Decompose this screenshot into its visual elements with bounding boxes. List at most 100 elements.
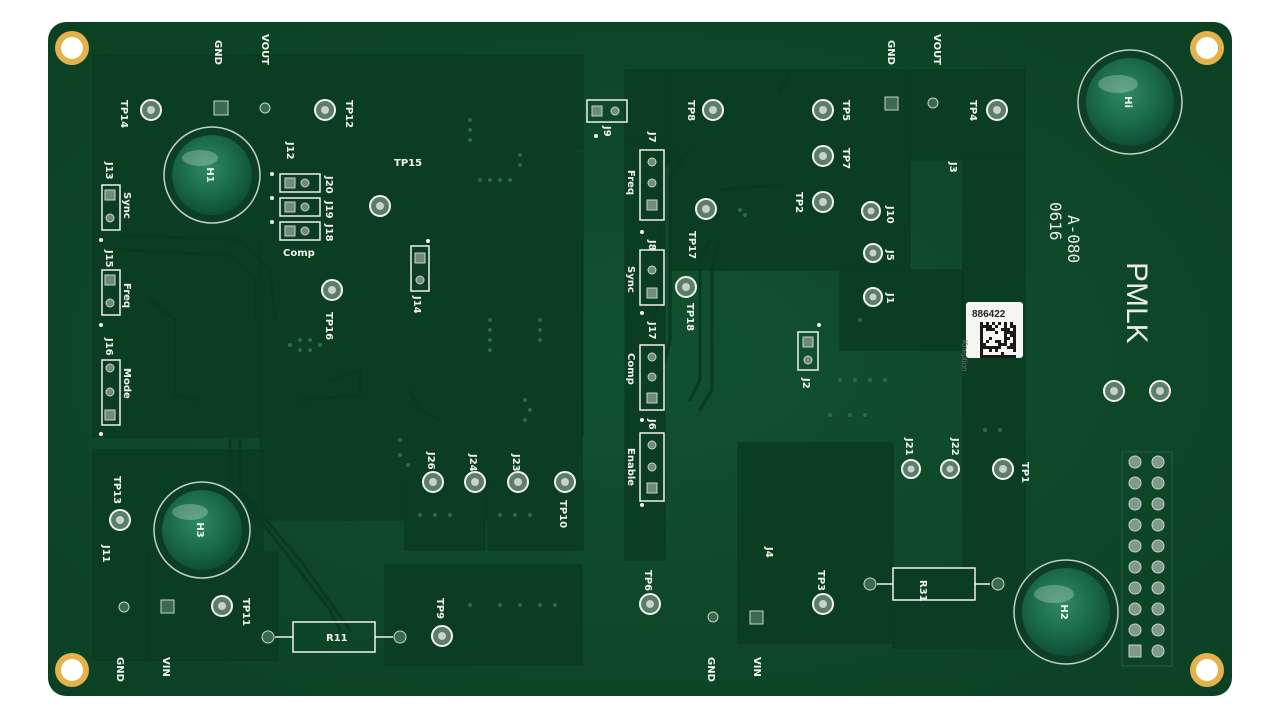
mounting-hole-bl [55,653,89,687]
header-2x10-pin [1128,602,1142,616]
sync-left-label: Sync [121,192,132,219]
j6-label: J6 [646,418,657,430]
header-2x10-pin [1151,518,1165,532]
tp10-label: TP10 [557,500,568,528]
header-2x10-pin [1151,644,1165,658]
datamatrix-cell [1013,337,1016,340]
datamatrix-cell [980,322,983,325]
datamatrix-cell [980,352,983,355]
board-name: PMLK [1120,262,1153,344]
datamatrix-cell [983,343,986,346]
datamatrix-cell [980,334,983,337]
datamatrix-cell [980,340,983,343]
j19-header [279,197,321,217]
datamatrix-cell [995,349,998,352]
datamatrix-cell [995,331,998,334]
j19-label: J19 [323,200,334,219]
datamatrix-cell [1001,328,1004,331]
tp9-label: TP9 [434,598,445,619]
comp-center-label: Comp [625,353,636,385]
right-bottom-gnd: GND [705,657,716,682]
j16-header [101,359,121,426]
datamatrix-cell [989,328,992,331]
header-2x10-pin [1151,455,1165,469]
tp8-label: TP8 [685,100,696,121]
freq-center-label: Freq [625,170,636,195]
j16-label: J16 [103,337,114,356]
datamatrix-cell [1007,346,1010,349]
datamatrix-cell [1013,340,1016,343]
header-2x10-pin [1151,497,1165,511]
j3-label: J3 [947,161,958,173]
tp7-label: TP7 [840,148,851,169]
datamatrix-cell [980,325,983,328]
tp5-label: TP5 [840,100,851,121]
rubber-foot-hi: Hi [1077,49,1183,155]
j21-label: J21 [903,437,914,456]
datamatrix-cell [1010,322,1013,325]
tp2-label: TP2 [793,192,804,213]
datamatrix-cell [1007,331,1010,334]
tp13-label: TP13 [111,476,122,504]
j8-label: J8 [646,239,657,251]
tp4-label: TP4 [967,100,978,121]
datamatrix-cell [980,328,983,331]
board-rev: A-080 [1064,215,1083,263]
datamatrix-cell [1013,355,1016,358]
datamatrix-cell [998,346,1001,349]
datamatrix-cell [1010,325,1013,328]
silkscreen: GND VOUT TP14 TP12 J12 J20 J19 J18 Comp … [100,34,1153,682]
datamatrix-cell [1004,340,1007,343]
datamatrix-cell [992,346,995,349]
datamatrix-cell [992,328,995,331]
datamatrix-cell [995,340,998,343]
datamatrix-cell [1007,328,1010,331]
j24-label: J24 [467,453,478,472]
traces [118,73,792,632]
rubber-foot-h2: H2 [1013,559,1119,665]
mounting-hole-tl [55,31,89,65]
datamatrix-cell [986,355,989,358]
datamatrix-cell [995,346,998,349]
datamatrix-cell [1010,331,1013,334]
header-2x10-pin [1151,560,1165,574]
j14-label: J14 [411,295,422,314]
datamatrix-cell [986,325,989,328]
rubber-foot-h1: H1 [163,126,261,224]
header-2x10 [1121,451,1173,667]
tp6-label: TP6 [642,570,653,591]
j23-label: J23 [510,453,521,472]
datamatrix-cell [1010,355,1013,358]
j26-label: J26 [425,451,436,470]
j7-header [639,149,665,221]
tp18-label: TP18 [684,303,695,331]
header-2x10-pin [1128,476,1142,490]
datamatrix-cell [1004,334,1007,337]
via-field [288,118,1002,607]
datamatrix-cell [1004,343,1007,346]
datamatrix-cell [1010,334,1013,337]
tp14-label: TP14 [118,100,129,128]
datamatrix-cell [980,343,983,346]
h2-label: H2 [1058,604,1069,619]
datamatrix-cell [1007,337,1010,340]
datamatrix-cell [1004,337,1007,340]
j11-label: J11 [100,544,111,563]
tp17-label: TP17 [686,231,697,259]
hi-label: Hi [1122,96,1133,108]
datamatrix-cell [995,355,998,358]
left-bottom-gnd: GND [114,657,125,682]
datamatrix-cell [1010,346,1013,349]
j4-label: J4 [763,546,774,558]
datamatrix-cell [980,346,983,349]
tp12-label: TP12 [343,100,354,128]
h3-label: H3 [194,522,205,537]
datamatrix-cell [989,355,992,358]
r11-label: R11 [326,633,348,644]
datamatrix-cell [986,328,989,331]
barcode-label: 886422 Kneption [960,302,1023,372]
small-pads [118,96,1005,644]
right-top-gnd: GND [885,40,896,65]
j18-label: J18 [323,223,334,242]
datamatrix-cell [998,322,1001,325]
